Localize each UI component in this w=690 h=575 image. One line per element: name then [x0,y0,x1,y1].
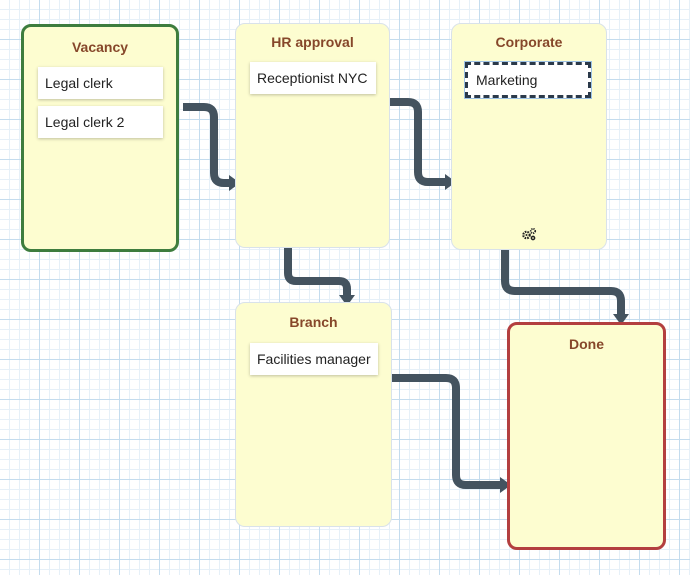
arrowhead-done-left [500,477,511,493]
arrowhead-hr-approval [229,175,240,191]
lane-hr-approval[interactable]: HR approval Receptionist NYC [235,23,390,248]
card-legal-clerk-2[interactable]: Legal clerk 2 [38,106,163,138]
arrowhead-done-top [613,314,629,325]
connector-branch-to-done[interactable] [390,374,502,489]
connector-hr-approval-to-corporate[interactable] [390,98,447,186]
arrowhead-corporate [445,174,456,190]
card-receptionist-nyc[interactable]: Receptionist NYC [250,62,376,94]
lane-vacancy[interactable]: Vacancy Legal clerk Legal clerk 2 [21,24,179,252]
lane-title-corporate: Corporate [495,34,563,50]
lane-title-vacancy: Vacancy [71,39,129,55]
lane-corporate[interactable]: Corporate Marketing [451,23,607,250]
card-marketing[interactable]: Marketing [465,62,591,98]
arrowhead-branch [339,295,355,306]
lane-title-hr-approval: HR approval [271,34,354,50]
card-legal-clerk[interactable]: Legal clerk [38,67,163,99]
connector-corporate-to-done[interactable] [501,250,625,316]
lane-title-branch: Branch [289,314,338,330]
lane-branch[interactable]: Branch Facilities manager [235,302,392,527]
lane-done[interactable]: Done [507,322,666,550]
card-facilities-manager[interactable]: Facilities manager [250,343,378,375]
connector-vacancy-to-hr-approval[interactable] [183,103,231,187]
lane-title-done: Done [569,336,604,352]
connector-hr-approval-to-branch[interactable] [284,248,351,297]
gears-icon[interactable] [521,227,537,241]
